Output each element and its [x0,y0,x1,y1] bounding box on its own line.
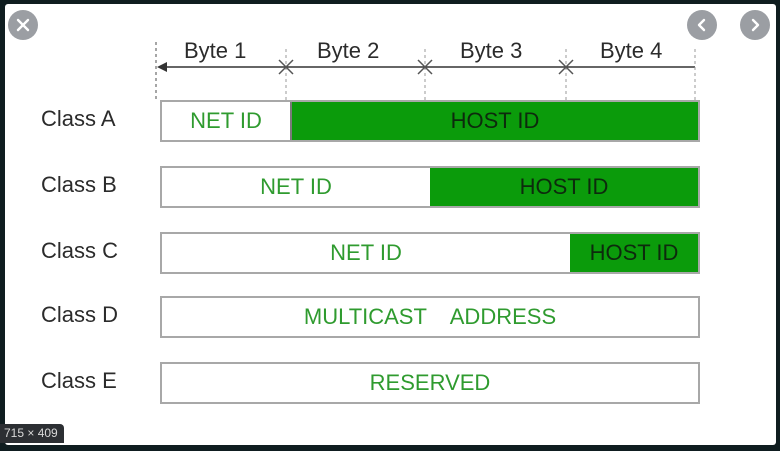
class-b-label: Class B [41,172,117,197]
class-c-row: NET ID HOST ID [160,232,700,274]
class-a-host-id: HOST ID [292,102,698,140]
byte-1-label: Byte 1 [184,38,247,63]
class-d-multicast-address: MULTICAST ADDRESS [303,304,557,329]
previous-image-button[interactable] [687,10,717,40]
close-icon [16,18,30,32]
class-b-row: NET ID HOST ID [160,166,700,208]
byte-3-label: Byte 3 [460,38,523,63]
class-d-label: Class D [41,302,119,327]
close-button[interactable] [8,10,38,40]
class-e-reserved: RESERVED [369,370,491,395]
byte-4-label: Byte 4 [600,38,663,63]
class-b-host-id: HOST ID [430,168,698,206]
byte-2-label: Byte 2 [317,38,380,63]
next-image-button[interactable] [740,10,770,40]
image-size-badge: 715 × 409 [0,424,64,443]
byte-scale [155,42,696,100]
class-b-net-id: NET ID [260,174,332,199]
class-a-row: NET ID HOST ID [160,100,700,142]
chevron-right-icon [751,18,760,32]
class-e-label: Class E [41,368,117,393]
class-a-net-id: NET ID [162,102,292,140]
class-c-host-id: HOST ID [570,234,698,272]
image-frame: Byte 1 Byte 2 Byte 3 Byte 4 Class A NET … [5,4,776,445]
class-a-label: Class A [41,106,116,131]
class-c-net-id: NET ID [330,240,402,265]
chevron-left-icon [697,18,706,32]
class-d-row: MULTICAST ADDRESS [160,296,700,338]
class-c-label: Class C [41,238,119,263]
class-e-row: RESERVED [160,362,700,404]
